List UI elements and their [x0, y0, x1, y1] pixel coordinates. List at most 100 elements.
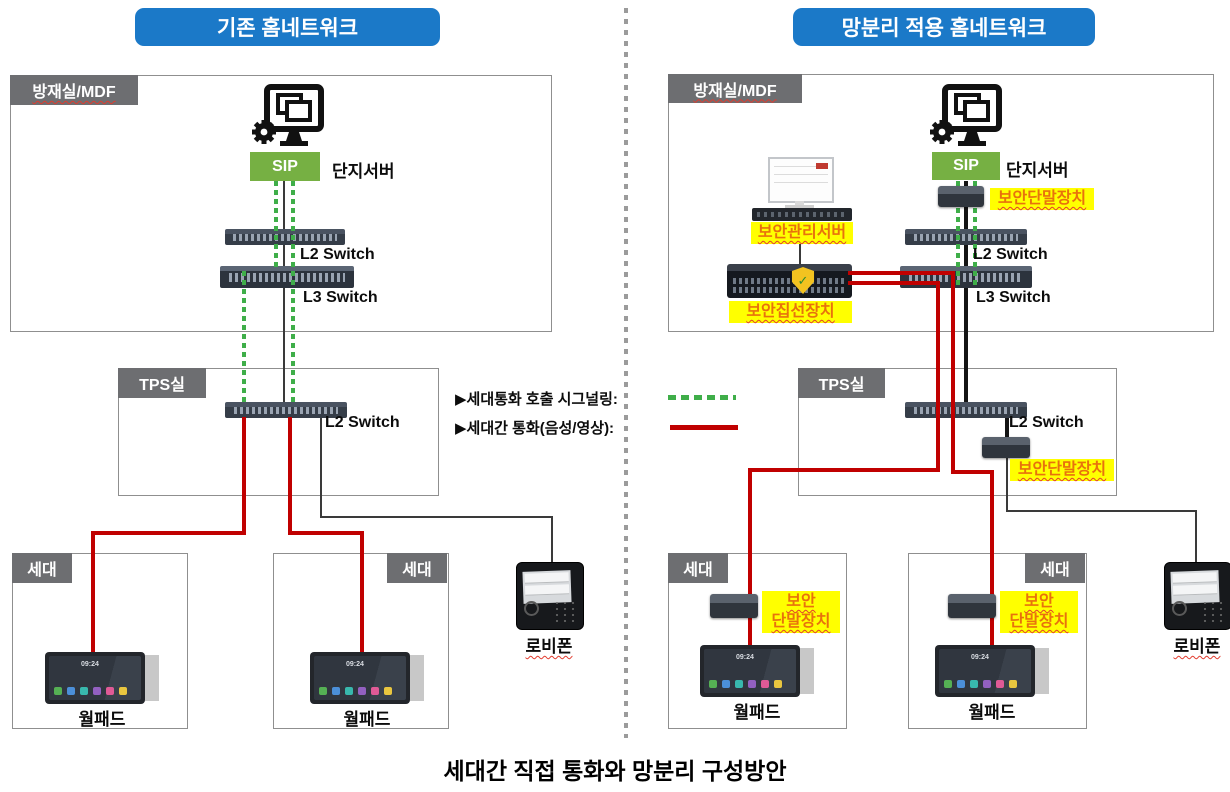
left-l3-switch-label: L3 Switch: [303, 289, 378, 306]
right-call-line-v1: [936, 281, 940, 472]
left-signal-line-c: [242, 271, 246, 403]
right-household2-label: 세대: [1040, 562, 1070, 579]
left-call-line-1d: [91, 531, 95, 655]
right-mdf-security-terminal-label: 보안단말장치: [990, 188, 1094, 210]
right-sip-box: SIP: [932, 152, 1000, 180]
wallpad-clock: 09:24: [81, 661, 99, 668]
right-household1-tab: 세대: [668, 553, 728, 583]
right-wallpad1-label: 월패드: [733, 703, 781, 722]
wallpad-mount: [410, 655, 424, 701]
security-mgmt-rack-server: [752, 208, 852, 221]
wallpad-app-icons: [54, 687, 127, 695]
security-mgmt-server-text: 보안관리서버: [757, 224, 847, 241]
left-household1-tab: 세대: [12, 553, 72, 583]
wallpad-mount: [800, 648, 814, 694]
right-call-line-h1: [848, 271, 955, 275]
wallpad-device: 09:24: [45, 652, 145, 704]
right-tps-room-tab: TPS실: [798, 368, 885, 398]
left-wallpad-1: 09:24: [45, 652, 159, 704]
left-tps-l2-switch: [225, 402, 347, 418]
right-tps-l2-switch: [905, 402, 1027, 418]
right-l2-switch-label: L2 Switch: [973, 246, 1048, 263]
left-server-cable: [283, 181, 285, 403]
monitor-base: [785, 205, 814, 208]
wallpad-mount: [145, 655, 159, 701]
left-lobby-cable-h: [320, 516, 553, 518]
lobby-phone-speaker-icon: [1172, 601, 1187, 616]
right-tps-l2-switch-label: L2 Switch: [1009, 414, 1084, 431]
panel-divider: [624, 8, 628, 738]
lobby-phone-screen: [1170, 570, 1220, 604]
left-mdf-room-tab: 방재실/MDF: [10, 75, 138, 105]
wallpad-device: 09:24: [700, 645, 800, 697]
right-lobby-phone-label: 로비폰: [1158, 632, 1230, 657]
wallpad-clock: 09:24: [346, 661, 364, 668]
right-call-line-v2: [951, 271, 955, 474]
right-l2-switch: [905, 229, 1027, 245]
security-mgmt-server-label: 보안관리서버: [751, 222, 853, 244]
left-complex-server-label: 단지서버: [332, 162, 395, 181]
complex-server-icon: [930, 84, 1002, 146]
wallpad-app-icons: [319, 687, 392, 695]
security-terminal-line1: 보안: [786, 593, 816, 610]
security-terminal-line2: 단말장치: [1009, 613, 1069, 630]
legend-signaling-label: ▶세대통화 호출 시그널링:: [455, 391, 618, 408]
right-l3-switch-label: L3 Switch: [976, 289, 1051, 306]
left-household2-label: 세대: [402, 562, 432, 579]
lobby-phone-speaker-icon: [524, 601, 539, 616]
security-terminal-line1: 보안: [1024, 593, 1054, 610]
left-lobby-phone-label: 로비폰: [510, 632, 588, 657]
right-signal-line-b: [973, 181, 977, 288]
left-l2-switch-label: L2 Switch: [300, 246, 375, 263]
left-call-line-1v: [242, 417, 246, 535]
left-signal-line-a: [274, 181, 278, 271]
left-l2-switch: [225, 229, 345, 245]
left-signal-line-b: [291, 181, 295, 403]
right-lobby-cable-v: [1006, 456, 1008, 512]
wallpad-screen: 09:24: [314, 656, 406, 700]
right-tps-security-terminal-label: 보안단말장치: [1010, 459, 1114, 481]
left-lobby-phone: [516, 562, 584, 630]
left-household2-tab: 세대: [387, 553, 447, 583]
left-l3-switch: [220, 266, 354, 288]
lobby-phone-text: 로비폰: [1173, 637, 1221, 656]
left-wallpad1-label: 월패드: [78, 710, 126, 729]
wallpad-screen: 09:24: [939, 649, 1031, 693]
right-call-line-h3: [748, 468, 940, 472]
right-household2-tab: 세대: [1025, 553, 1085, 583]
lobby-phone-keypad: [1201, 600, 1225, 622]
right-lobby-cable-d: [1195, 510, 1197, 564]
wallpad-clock: 09:24: [971, 654, 989, 661]
left-tps-l2-switch-label: L2 Switch: [325, 414, 400, 431]
lobby-phone-screen: [522, 570, 572, 604]
right-backbone-line: [964, 181, 968, 403]
left-call-line-2v: [288, 417, 292, 535]
security-aggregation-label: 보안집선장치: [729, 301, 852, 323]
tps-terminal-uplink: [1005, 417, 1009, 439]
wallpad-clock: 09:24: [736, 654, 754, 661]
security-aggregation-switch: ✓: [727, 264, 852, 298]
right-complex-server-label: 단지서버: [1006, 161, 1069, 180]
mgmt-to-aggregation-cable: [799, 244, 801, 265]
household1-security-terminal-device: [710, 594, 758, 618]
left-call-line-2d: [360, 531, 364, 655]
legend-signaling-sample: [668, 395, 736, 400]
lobby-phone-text: 로비폰: [525, 637, 573, 656]
security-mgmt-monitor: [768, 157, 834, 203]
complex-server-icon: [252, 84, 324, 146]
right-call-line-d2: [990, 470, 994, 648]
right-wallpad2-label: 월패드: [968, 703, 1016, 722]
left-call-line-1h: [91, 531, 246, 535]
left-wallpad2-label: 월패드: [343, 710, 391, 729]
household2-security-terminal-label: 보안 단말장치: [1000, 591, 1078, 633]
wallpad-device: 09:24: [310, 652, 410, 704]
wallpad-screen: 09:24: [49, 656, 141, 700]
legend-call-sample: [670, 425, 738, 430]
security-terminal-text: 보안단말장치: [1017, 461, 1107, 478]
left-sip-box: SIP: [250, 152, 320, 181]
left-tps-room-tab: TPS실: [118, 368, 206, 398]
right-signal-line-a: [956, 181, 960, 288]
gear-icon: [252, 120, 276, 144]
left-lobby-cable-v: [320, 417, 322, 518]
household2-security-terminal-device: [948, 594, 996, 618]
